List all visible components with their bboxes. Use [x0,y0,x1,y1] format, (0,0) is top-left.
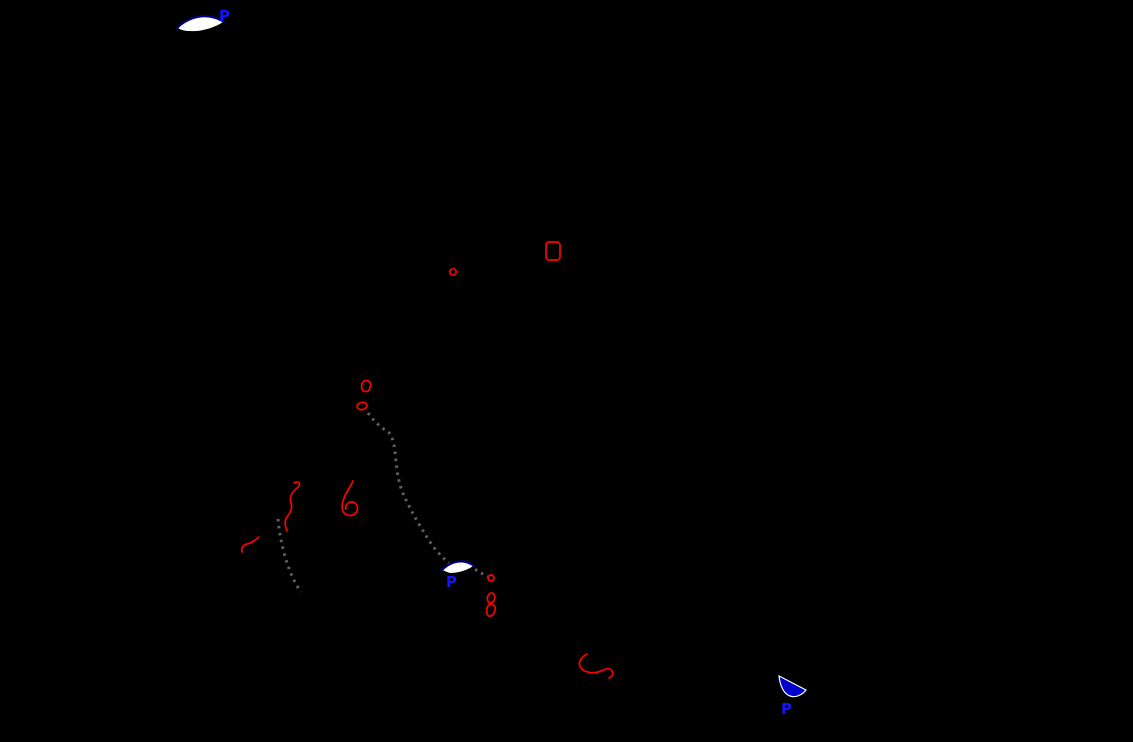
red-track-bottom-squiggle [578,653,614,679]
red-track-wavy-left [284,481,301,532]
parking-label: P [219,7,230,25]
site-marker-center[interactable]: P [440,560,476,591]
parking-label: P [446,573,457,591]
red-outline-blob-1 [360,379,372,393]
wing-leading-edge-icon [440,560,476,572]
red-outline-blob-2 [485,603,497,618]
site-marker-southeast[interactable]: P [778,674,807,718]
site-marker-northwest[interactable]: P [175,7,230,32]
paraglider-wing-icon[interactable] [178,16,223,32]
dotted-trail-left [276,518,303,593]
red-track-loop [341,480,359,517]
red-outline-dot-2 [487,574,495,582]
red-track-hook [240,536,260,553]
parking-label: P [781,700,792,718]
dotted-trail-long [366,412,450,565]
red-outline-dot-1 [448,267,458,277]
red-outline-oval-1 [356,401,368,411]
red-outline-rect [545,241,561,261]
wing-leading-edge-icon [175,15,226,30]
red-outline-oval-2 [486,592,496,604]
dotted-trail-short [468,564,489,579]
paraglider-wing-icon[interactable] [778,674,807,698]
